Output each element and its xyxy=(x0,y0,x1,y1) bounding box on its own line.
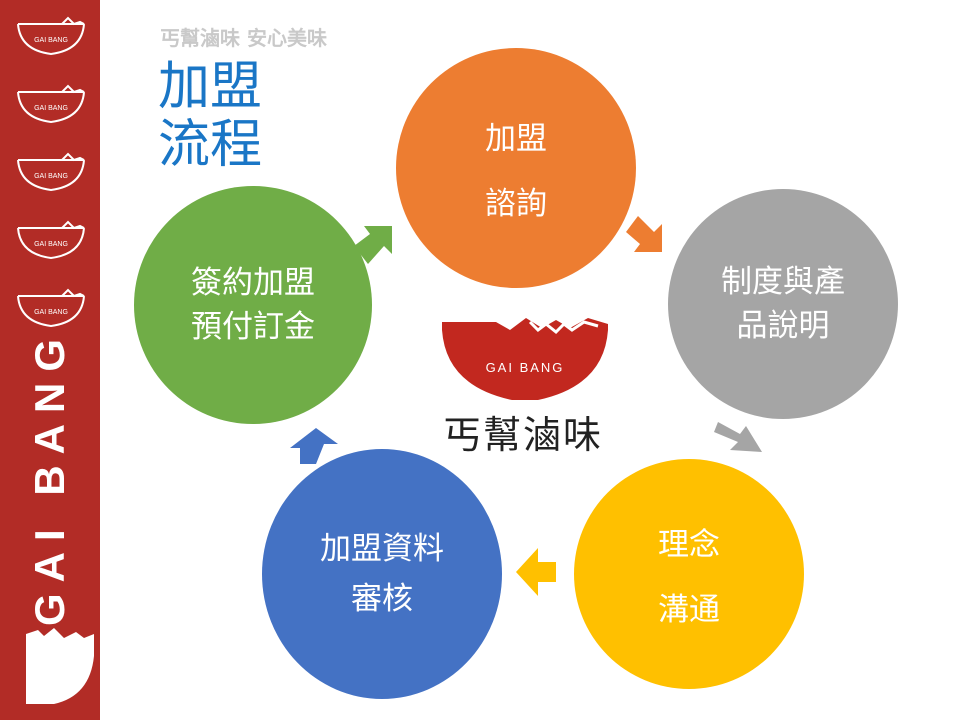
step-consultation: 加盟 諮詢 xyxy=(396,48,636,288)
step-label: 簽約加盟 xyxy=(191,265,315,301)
step-label: 預付訂金 xyxy=(191,309,315,345)
step-label: 理念 xyxy=(658,527,720,563)
step-label: 加盟 xyxy=(485,121,547,157)
brand-vertical-text: GAI BANG xyxy=(26,328,73,626)
strip-logo-text: GAI BANG xyxy=(34,105,68,112)
bowl-logo-icon: GAI BANG xyxy=(17,16,85,56)
bowl-logo-icon: GAI BANG xyxy=(17,220,85,260)
step-system-explanation: 制度與產 品說明 xyxy=(668,189,898,419)
bowl-logo-icon: GAI BANG xyxy=(442,318,608,400)
brand-sidebar: GAI BANG GAI BANG GAI BANG GAI BANG GAI … xyxy=(0,0,100,720)
step-label: 加盟資料 xyxy=(320,531,444,567)
chevron-arrow-icon xyxy=(626,216,662,252)
step-label: 溝通 xyxy=(658,592,720,628)
bowl-text: GAI BANG xyxy=(486,360,565,375)
strip-logo-text: GAI BANG xyxy=(34,37,68,44)
title-line: 加盟 xyxy=(158,57,263,117)
step-concept-communication: 理念 溝通 xyxy=(574,459,804,689)
brand-logo: GAI BANG 丐幫滷味 xyxy=(438,316,612,466)
chevron-arrow-icon xyxy=(354,226,392,264)
chevron-arrow-icon xyxy=(290,428,338,464)
bowl-silhouette-icon xyxy=(26,628,94,704)
step-label: 審核 xyxy=(351,581,413,617)
step-label: 諮詢 xyxy=(485,186,547,222)
step-document-review: 加盟資料 審核 xyxy=(262,449,502,699)
bowl-logo-icon: GAI BANG xyxy=(17,84,85,124)
chevron-arrow-icon xyxy=(516,548,556,596)
step-label: 品說明 xyxy=(736,308,830,344)
step-label: 制度與產 xyxy=(721,264,845,300)
slogan: 丐幫滷味 安心美味 xyxy=(160,26,327,50)
strip-logo-text: GAI BANG xyxy=(34,309,68,316)
brand-name: 丐幫滷味 xyxy=(442,413,603,457)
page-title: 加盟 流程 xyxy=(158,58,298,174)
bowl-logo-icon: GAI BANG xyxy=(17,152,85,192)
step-sign-contract: 簽約加盟 預付訂金 xyxy=(134,186,372,424)
strip-logo-text: GAI BANG xyxy=(34,241,68,248)
title-line: 流程 xyxy=(158,115,263,175)
strip-logo-text: GAI BANG xyxy=(34,173,68,180)
chevron-arrow-icon xyxy=(714,422,762,452)
bowl-logo-icon: GAI BANG xyxy=(17,288,85,328)
